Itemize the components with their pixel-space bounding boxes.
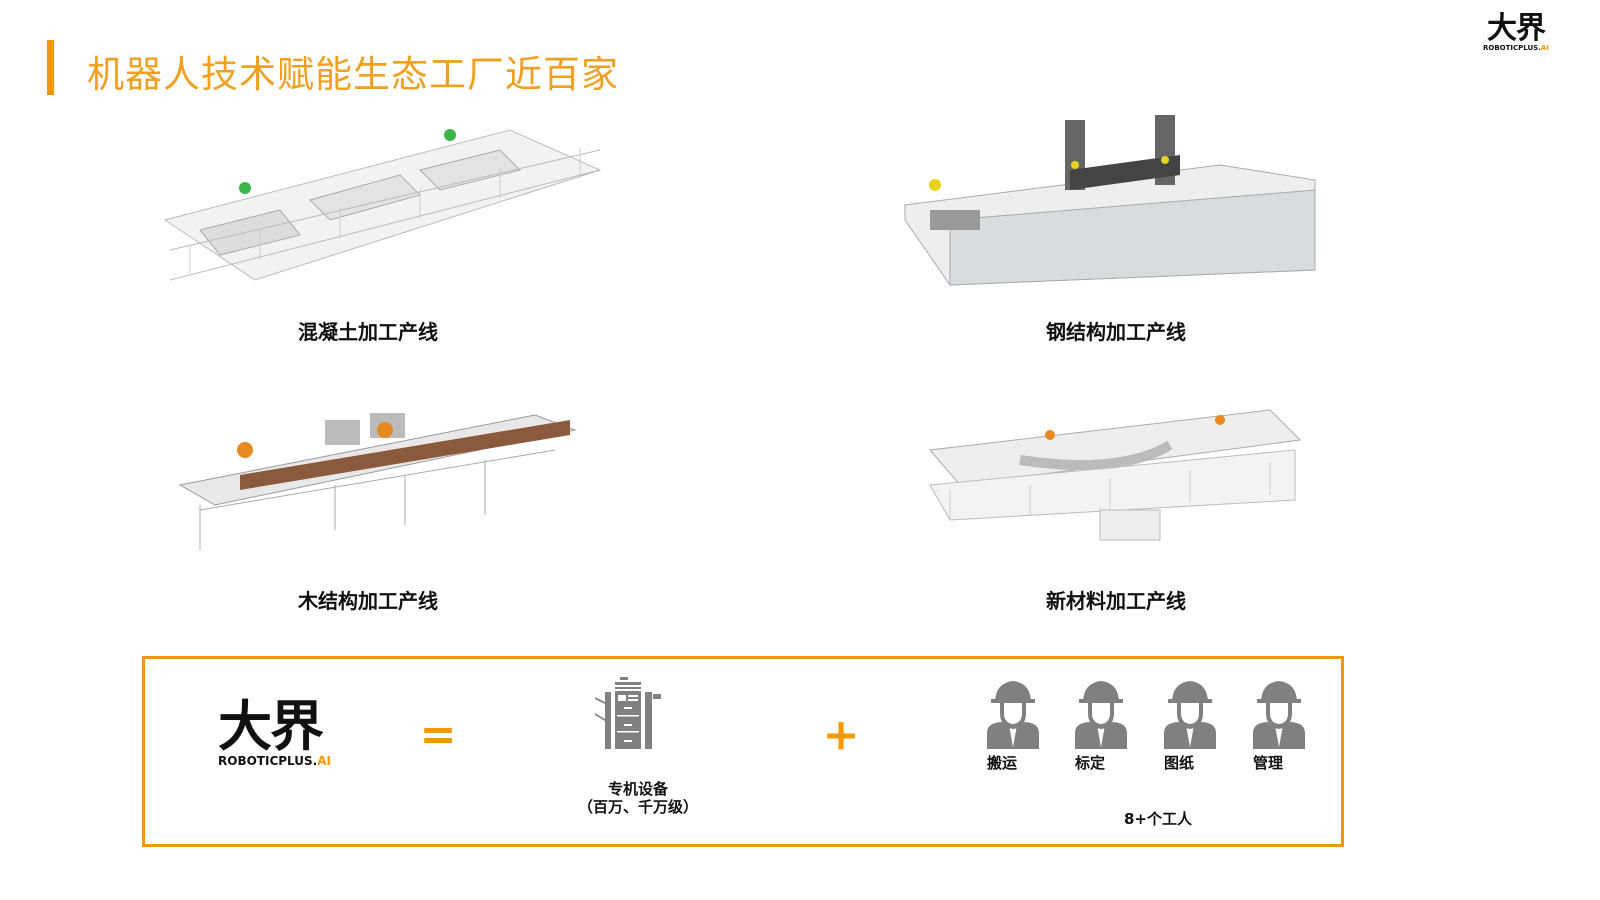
worker-label: 管理 (1252, 754, 1284, 772)
brand-name-large: 大界 (218, 695, 324, 758)
machine-cost-label: （百万、千万级） (577, 798, 699, 816)
concrete-line-illustration (163, 129, 602, 281)
worker-label: 搬运 (986, 754, 1018, 772)
machine-equipment-icon (595, 677, 661, 749)
brand-sub: ROBOTICPLUS. (1483, 44, 1541, 52)
worker-helmet-icon (1164, 681, 1216, 749)
caption-timber-line: 木结构加工产线 (298, 589, 438, 613)
brand-logo-box: 大界 ROBOTICPLUS.AI (218, 695, 331, 769)
worker-helmet-icon (987, 681, 1039, 749)
new-material-line-illustration (929, 409, 1302, 541)
brand-sub-ai: AI (1540, 44, 1549, 52)
worker-label: 标定 (1074, 754, 1106, 772)
machine-label: 专机设备 (607, 780, 669, 798)
steel-line-illustration (904, 115, 1316, 286)
brand-logo-top: 大界 ROBOTICPLUS.AI (1483, 11, 1549, 53)
worker-helmet-icon (1075, 681, 1127, 749)
brand-sub-large: ROBOTICPLUS. (218, 754, 318, 768)
title-accent-bar (47, 40, 54, 95)
worker-helmet-icon (1253, 681, 1305, 749)
caption-steel-line: 钢结构加工产线 (1046, 320, 1186, 344)
worker-label: 图纸 (1163, 754, 1195, 772)
timber-line-illustration (178, 413, 577, 550)
equation-box (142, 656, 1344, 847)
caption-new-material-line: 新材料加工产线 (1046, 589, 1186, 613)
page-title: 机器人技术赋能生态工厂近百家 (87, 53, 619, 96)
caption-concrete-line: 混凝土加工产线 (298, 320, 438, 344)
plus-sign: + (822, 709, 860, 761)
workers-total: 8+个工人 (1123, 810, 1193, 828)
brand-sub-ai-large: AI (317, 754, 331, 768)
brand-name: 大界 (1486, 11, 1546, 46)
equals-sign: = (419, 709, 457, 761)
